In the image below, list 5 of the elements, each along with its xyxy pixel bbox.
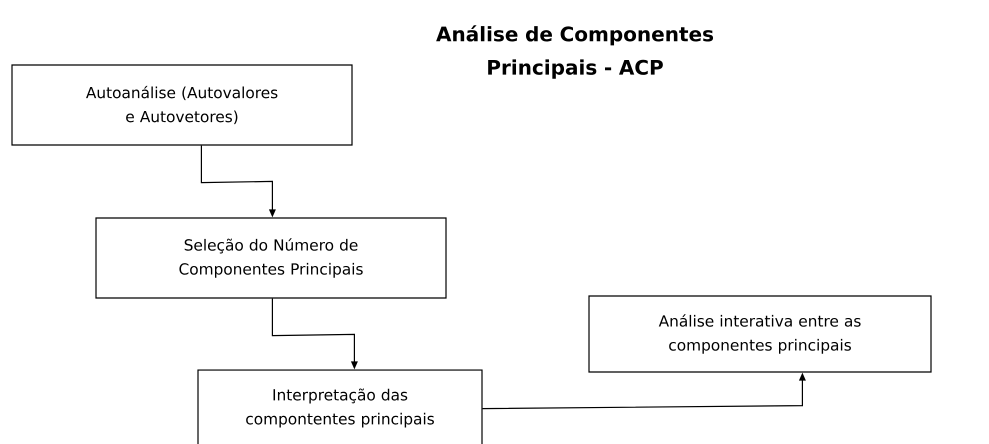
process-box: Autoanálise (Autovalores e Autovetores) [11,64,353,146]
title: Análise de Componentes Principais - ACP [436,25,714,79]
process-box: Interpretação das compontentes principais [197,369,483,444]
process-box: Análise interativa entre as componentes principais [588,295,932,373]
process-box: Seleção do Número de Componentes Principais [95,217,447,299]
